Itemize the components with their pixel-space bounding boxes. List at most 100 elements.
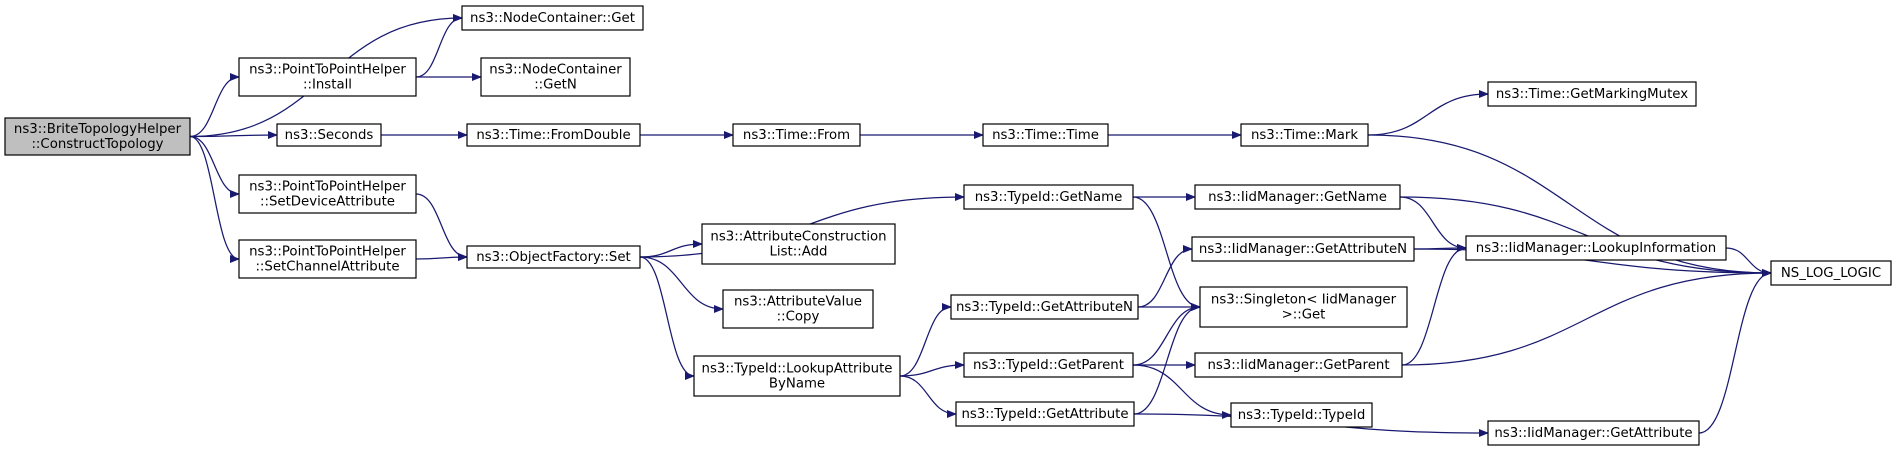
node-box-seconds	[276, 123, 382, 147]
node-label-singleton-0: ns3::Singleton< IidManager	[1211, 293, 1397, 308]
node-tgetname[interactable]: ns3::TypeId::GetName	[963, 184, 1134, 210]
node-label-iidgetattr-0: ns3::IidManager::GetAttribute	[1494, 426, 1692, 441]
edge-iidgetname-to-nslog	[1399, 196, 1772, 277]
node-label-iidgetparent-0: ns3::IidManager::GetParent	[1207, 358, 1389, 373]
node-label-acladd-1: List::Add	[770, 245, 828, 260]
node-iidgetname[interactable]: ns3::IidManager::GetName	[1194, 184, 1401, 210]
node-label-setdev-0: ns3::PointToPointHelper	[249, 180, 406, 195]
node-label-setchan-0: ns3::PointToPointHelper	[249, 245, 406, 260]
node-label-avcopy-1: ::Copy	[777, 310, 820, 325]
node-box-iidgetparent	[1194, 352, 1403, 378]
node-box-tgetattrn	[950, 294, 1139, 320]
node-iidlookup[interactable]: ns3::IidManager::LookupInformation	[1465, 235, 1727, 261]
node-label-ttypeid-0: ns3::TypeId::TypeId	[1238, 408, 1366, 423]
node-mark[interactable]: ns3::Time::Mark	[1240, 123, 1369, 147]
edge-iidlookup-to-nslog	[1725, 247, 1772, 277]
node-box-ofset	[466, 245, 641, 269]
node-label-ctt-1: ::ConstructTopology	[31, 137, 163, 152]
node-box-gmm	[1487, 81, 1697, 107]
node-tgetattr[interactable]: ns3::TypeId::GetAttribute	[955, 401, 1135, 427]
edge-iidgetattr-to-nslog	[1698, 269, 1772, 434]
node-setchan[interactable]: ns3::PointToPointHelper::SetChannelAttri…	[238, 239, 417, 279]
node-box-setchan	[238, 239, 417, 279]
node-box-ncgetn	[480, 57, 631, 97]
node-label-ncget-0: ns3::NodeContainer::Get	[470, 11, 635, 26]
node-box-avcopy	[722, 289, 874, 329]
node-label-tgetattr-0: ns3::TypeId::GetAttribute	[961, 407, 1128, 422]
node-box-iidgetattr	[1487, 420, 1700, 446]
edge-tgetparent-to-ttypeid	[1132, 364, 1232, 419]
edge-mark-to-nslog	[1367, 134, 1772, 277]
node-label-lookupattr-1: ByName	[769, 377, 825, 392]
node-gmm[interactable]: ns3::Time::GetMarkingMutex	[1487, 81, 1697, 107]
node-box-p2pinstall	[238, 57, 417, 97]
node-label-avcopy-0: ns3::AttributeValue	[734, 295, 862, 310]
node-time[interactable]: ns3::Time::Time	[982, 123, 1109, 147]
node-label-from-0: ns3::Time::From	[743, 128, 850, 143]
node-avcopy[interactable]: ns3::AttributeValue::Copy	[722, 289, 874, 329]
node-box-mark	[1240, 123, 1369, 147]
node-box-iidgetname	[1194, 184, 1401, 210]
node-box-acladd	[701, 223, 896, 265]
node-p2pinstall[interactable]: ns3::PointToPointHelper::Install	[238, 57, 417, 97]
node-label-setdev-1: ::SetDeviceAttribute	[260, 195, 395, 210]
node-setdev[interactable]: ns3::PointToPointHelper::SetDeviceAttrib…	[238, 174, 417, 214]
node-label-singleton-1: >::Get	[1282, 308, 1326, 323]
node-label-lookupattr-0: ns3::TypeId::LookupAttribute	[702, 362, 893, 377]
node-label-ctt-0: ns3::BriteTopologyHelper	[14, 122, 182, 137]
node-box-ncget	[461, 5, 644, 31]
node-nslog[interactable]: NS_LOG_LOGIC	[1770, 260, 1892, 286]
node-label-time-0: ns3::Time::Time	[992, 128, 1099, 143]
node-ctt[interactable]: ns3::BriteTopologyHelper::ConstructTopol…	[4, 117, 191, 156]
edge-ofset-to-lookupattr	[639, 256, 695, 380]
node-box-tgetname	[963, 184, 1134, 210]
edge-lookupattr-to-tgetattrn	[899, 303, 952, 377]
node-label-ofset-0: ns3::ObjectFactory::Set	[476, 250, 630, 265]
node-label-mark-0: ns3::Time::Mark	[1251, 128, 1358, 143]
node-iidgetparent[interactable]: ns3::IidManager::GetParent	[1194, 352, 1403, 378]
node-box-setdev	[238, 174, 417, 214]
node-ncgetn[interactable]: ns3::NodeContainer::GetN	[480, 57, 631, 97]
edge-ctt-to-p2pinstall	[189, 73, 240, 138]
node-from[interactable]: ns3::Time::From	[732, 123, 861, 147]
node-box-tgetattr	[955, 401, 1135, 427]
edge-iidgetname-to-iidlookup	[1399, 196, 1467, 252]
node-label-fromdouble-0: ns3::Time::FromDouble	[476, 128, 630, 143]
node-label-acladd-0: ns3::AttributeConstruction	[710, 230, 886, 245]
node-seconds[interactable]: ns3::Seconds	[276, 123, 382, 147]
edge-tgetparent-to-singleton	[1132, 303, 1201, 366]
node-label-nslog-0: NS_LOG_LOGIC	[1781, 266, 1881, 281]
edge-mark-to-gmm	[1367, 90, 1489, 136]
node-label-iidgetattrn-0: ns3::IidManager::GetAttributeN	[1199, 242, 1407, 257]
node-box-time	[982, 123, 1109, 147]
edge-ctt-to-setdev	[189, 135, 240, 198]
node-tgetattrn[interactable]: ns3::TypeId::GetAttributeN	[950, 294, 1139, 320]
node-ofset[interactable]: ns3::ObjectFactory::Set	[466, 245, 641, 269]
edge-tgetattr-to-singleton	[1133, 303, 1201, 415]
edge-ctt-to-setchan	[189, 135, 240, 263]
node-label-iidgetname-0: ns3::IidManager::GetName	[1208, 190, 1387, 205]
node-ncget[interactable]: ns3::NodeContainer::Get	[461, 5, 644, 31]
node-box-fromdouble	[466, 123, 641, 147]
node-iidgetattrn[interactable]: ns3::IidManager::GetAttributeN	[1191, 236, 1415, 262]
edge-setchan-to-ofset	[415, 253, 468, 262]
node-label-p2pinstall-1: ::Install	[303, 78, 352, 93]
node-label-tgetattrn-0: ns3::TypeId::GetAttributeN	[956, 300, 1133, 315]
node-iidgetattr[interactable]: ns3::IidManager::GetAttribute	[1487, 420, 1700, 446]
edges-layer	[189, 14, 1772, 437]
edge-ctt-to-seconds	[189, 131, 278, 140]
node-fromdouble[interactable]: ns3::Time::FromDouble	[466, 123, 641, 147]
edge-p2pinstall-to-ncget	[415, 14, 463, 78]
node-ttypeid[interactable]: ns3::TypeId::TypeId	[1230, 402, 1373, 428]
node-label-seconds-0: ns3::Seconds	[285, 128, 374, 143]
node-label-ncgetn-1: ::GetN	[534, 78, 577, 93]
node-box-ttypeid	[1230, 402, 1373, 428]
node-singleton[interactable]: ns3::Singleton< IidManager>::Get	[1199, 286, 1408, 328]
edge-ofset-to-acladd	[639, 240, 703, 258]
node-box-iidlookup	[1465, 235, 1727, 261]
node-box-from	[732, 123, 861, 147]
node-tgetparent[interactable]: ns3::TypeId::GetParent	[963, 352, 1134, 378]
